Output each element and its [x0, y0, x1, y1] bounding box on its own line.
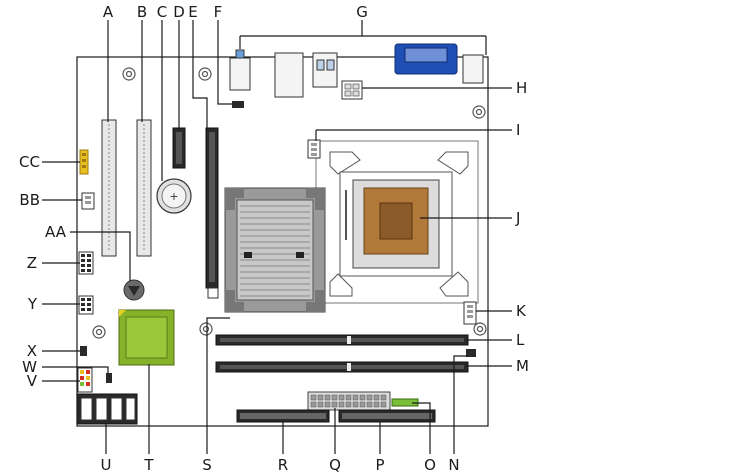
- pcie-x16-slot: [205, 127, 219, 299]
- label-l: L: [516, 331, 525, 349]
- pci-slot-b: [136, 119, 152, 257]
- label-p: P: [375, 456, 384, 474]
- jumper-x: [80, 346, 87, 356]
- callout-labels: A B C D E F G H I J K L M N O P Q R S T …: [19, 3, 529, 474]
- label-cc: CC: [19, 153, 40, 171]
- label-h: H: [516, 79, 527, 97]
- leader-lines: [42, 20, 512, 454]
- chipset-heatsink: [224, 187, 326, 313]
- label-c: C: [157, 3, 167, 21]
- label-i: I: [516, 121, 520, 139]
- label-g: G: [356, 3, 368, 21]
- label-z: Z: [27, 254, 37, 272]
- fan-header-k: [463, 301, 477, 325]
- label-u: U: [101, 456, 112, 474]
- mounting-holes: [92, 67, 487, 339]
- label-s: S: [202, 456, 212, 474]
- atx12v-power-connector: [341, 80, 363, 100]
- pci-slot-a: [101, 119, 117, 257]
- label-j: J: [515, 209, 520, 227]
- connector-p: [338, 409, 436, 423]
- header-z: [78, 251, 94, 275]
- speaker-aa: [123, 279, 145, 301]
- label-v: V: [27, 372, 38, 390]
- label-d: D: [173, 3, 185, 21]
- back-panel-connectors: [229, 43, 484, 98]
- svg-text:+: +: [169, 190, 178, 203]
- main-power-connector: [307, 391, 391, 411]
- label-y: Y: [27, 295, 38, 313]
- label-n: N: [448, 456, 459, 474]
- south-bridge-chip: [118, 309, 175, 366]
- label-bb: BB: [19, 191, 40, 209]
- sata-connectors: [76, 393, 138, 425]
- label-a: A: [103, 3, 114, 21]
- jumper-w: [106, 373, 112, 383]
- label-b: B: [137, 3, 147, 21]
- label-q: Q: [329, 456, 341, 474]
- label-e: E: [188, 3, 197, 21]
- processor-socket: [345, 179, 440, 269]
- jumper-n: [466, 349, 476, 357]
- dimm-slot-m: [215, 361, 469, 373]
- label-o: O: [424, 456, 436, 474]
- label-x: X: [27, 342, 37, 360]
- front-panel-header: [77, 367, 93, 393]
- connector-r: [236, 409, 330, 423]
- label-t: T: [143, 456, 154, 474]
- label-m: M: [516, 357, 529, 375]
- dimm-slot-l: [215, 334, 469, 346]
- fan-header-bb: [81, 192, 95, 210]
- label-r: R: [278, 456, 288, 474]
- pcie-x1-slot: [172, 127, 186, 169]
- label-aa: AA: [45, 223, 67, 241]
- header-y: [78, 295, 94, 315]
- small-header-f: [232, 101, 244, 108]
- label-k: K: [516, 302, 527, 320]
- fan-header-i: [307, 139, 321, 159]
- header-cc: [79, 149, 89, 175]
- cmos-battery: +: [156, 178, 192, 214]
- label-f: F: [214, 3, 223, 21]
- label-w: W: [22, 358, 37, 376]
